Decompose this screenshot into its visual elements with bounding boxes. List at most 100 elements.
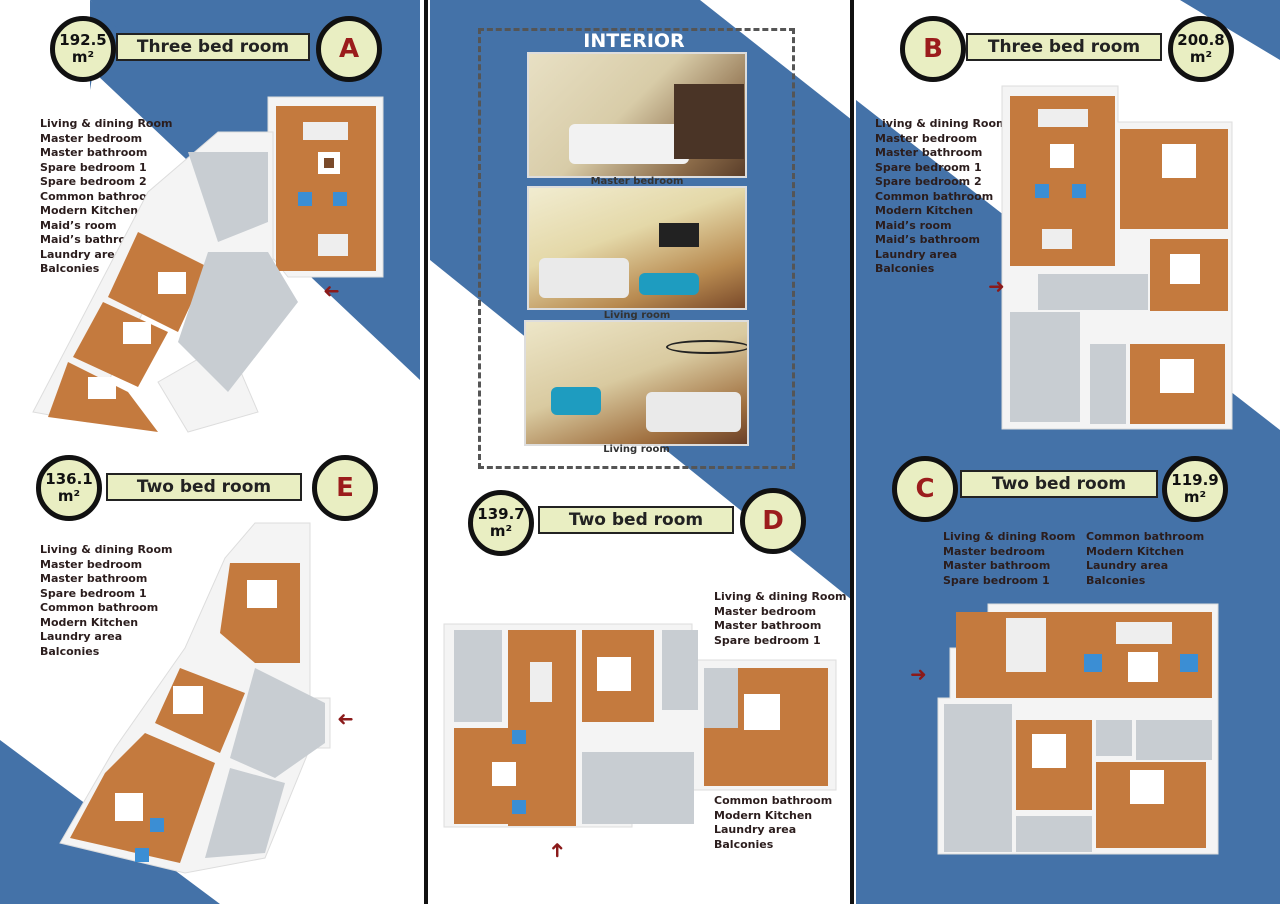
area-value: 119.9 (1171, 470, 1219, 489)
list-item: Living & dining Room (943, 530, 1076, 543)
arrow-left-icon: ➜ (337, 708, 354, 732)
list-item: Master bedroom (40, 131, 143, 145)
list-item: Master bathroom (875, 146, 983, 159)
left-divider (424, 0, 428, 904)
right-divider (850, 0, 854, 904)
list-item: Laundry area (875, 247, 958, 261)
list-item: Spare bedroom 1 (714, 633, 821, 647)
list-item: Spare bedroom 1 (40, 586, 147, 600)
area-unit: m² (57, 487, 81, 505)
photo-caption: Master bedroom (590, 176, 684, 187)
list-item: Common bathroom (40, 601, 159, 614)
list-item: Common bathroom (40, 189, 159, 203)
list-item: Master bedroom (943, 544, 1046, 558)
list-item: Balconies (875, 262, 935, 275)
unit-e-letter: E (336, 473, 354, 503)
list-item: Laundry area (40, 247, 123, 261)
unit-a-floor-plan (32, 96, 384, 433)
unit-e-room-list: Living & dining Room Master bedroom Mast… (40, 543, 173, 659)
list-item: Spare bedroom 1 (40, 160, 147, 174)
list-item: Spare bedroom 2 (875, 175, 982, 188)
unit-a-letter-badge: A (316, 16, 382, 82)
list-item: Master bathroom (40, 572, 148, 585)
unit-c-letter-badge: C (892, 456, 958, 522)
unit-b-title-banner: Three bed room (966, 33, 1162, 61)
list-item: Master bedroom (40, 557, 143, 571)
unit-c-area-badge: 119.9 m² (1162, 456, 1228, 522)
list-item: Spare bedroom 1 (875, 160, 982, 174)
list-item: Laundry area (714, 823, 797, 836)
unit-d-area-badge: 139.7 m² (468, 490, 534, 556)
list-item: Master bedroom (714, 604, 817, 618)
unit-c-room-list-left: Living & dining Room Master bedroom Mast… (943, 530, 1076, 588)
list-item: Common bathroom (1086, 530, 1205, 543)
unit-d-letter-badge: D (740, 488, 806, 554)
unit-a-area-badge: 192.5 m² (50, 16, 116, 82)
unit-d-floor-plan (443, 623, 837, 828)
list-item: Spare bedroom 1 (943, 573, 1050, 587)
area-value: 192.5 (59, 30, 107, 49)
unit-b-letter: B (923, 34, 943, 64)
unit-c-room-list-right: Common bathroom Modern Kitchen Laundry a… (1086, 530, 1204, 588)
list-item: Maid’s bathroom (40, 233, 145, 246)
list-item: Laundry area (1086, 559, 1169, 572)
unit-e-area-badge: 136.1 m² (36, 455, 102, 521)
area-value: 136.1 (45, 469, 93, 488)
arrow-right-icon: ➜ (988, 274, 1005, 298)
list-item: Modern Kitchen (714, 808, 813, 822)
list-item: Common bathroom (875, 189, 994, 203)
unit-d-room-list-top: Living & dining Room Master bedroom Mast… (714, 590, 847, 648)
list-item: Living & dining Room (40, 543, 173, 556)
photo-caption: Living room (603, 444, 670, 455)
unit-c-title: Two bed room (991, 474, 1127, 494)
unit-b-floor-plan (1001, 85, 1233, 430)
list-item: Living & dining Room (714, 590, 847, 603)
list-item: Spare bedroom 2 (40, 175, 147, 188)
list-item: Modern Kitchen (40, 615, 139, 629)
interior-title: INTERIOR (583, 30, 685, 52)
list-item: Balconies (40, 262, 100, 275)
unit-b-room-list: Living & dining Room Master bedroom Mast… (875, 117, 1008, 277)
unit-c-floor-plan (937, 603, 1219, 855)
list-item: Modern Kitchen (1086, 544, 1185, 558)
list-item: Master bathroom (40, 146, 148, 159)
unit-e-floor-plan (59, 522, 331, 874)
interior-frame (478, 28, 795, 469)
unit-e-title: Two bed room (136, 477, 272, 497)
arrow-left-icon: ➜ (323, 280, 340, 304)
list-item: Modern Kitchen (875, 204, 974, 217)
area-unit: m² (1183, 488, 1207, 506)
list-item: Master bathroom (943, 559, 1051, 572)
photo-caption: Living room (603, 310, 671, 321)
unit-e-title-banner: Two bed room (106, 473, 302, 501)
unit-e-letter-badge: E (312, 455, 378, 521)
list-item: Maid’s bathroom (875, 233, 980, 246)
unit-d-letter: D (762, 506, 784, 536)
arrow-up-icon: ➜ (544, 841, 569, 859)
list-item: Master bedroom (875, 131, 978, 145)
area-unit: m² (489, 522, 513, 540)
list-item: Balconies (714, 837, 774, 851)
list-item: Master bathroom (714, 619, 822, 632)
area-unit: m² (71, 48, 95, 66)
area-unit: m² (1189, 48, 1213, 66)
unit-d-room-list-bottom: Common bathroom Modern Kitchen Laundry a… (714, 794, 832, 852)
unit-c-letter: C (915, 474, 935, 504)
unit-a-letter: A (338, 34, 360, 64)
list-item: Common bathroom (714, 794, 833, 807)
master-bedroom-photo (527, 52, 747, 178)
unit-d-title-banner: Two bed room (538, 506, 734, 534)
unit-b-area-badge: 200.8 m² (1168, 16, 1234, 82)
living-room-photo-2 (524, 320, 749, 446)
unit-a-room-list: Living & dining Room Master bedroom Mast… (40, 117, 173, 277)
unit-b-letter-badge: B (900, 16, 966, 82)
unit-d-title: Two bed room (568, 510, 704, 530)
list-item: Living & dining Room (40, 117, 173, 130)
list-item: Maid’s room (40, 218, 117, 232)
unit-a-title: Three bed room (136, 37, 290, 57)
list-item: Modern Kitchen (40, 204, 139, 217)
unit-b-title: Three bed room (987, 37, 1141, 57)
list-item: Balconies (40, 644, 100, 658)
arrow-right-icon: ➜ (910, 662, 927, 686)
area-value: 139.7 (477, 504, 525, 523)
